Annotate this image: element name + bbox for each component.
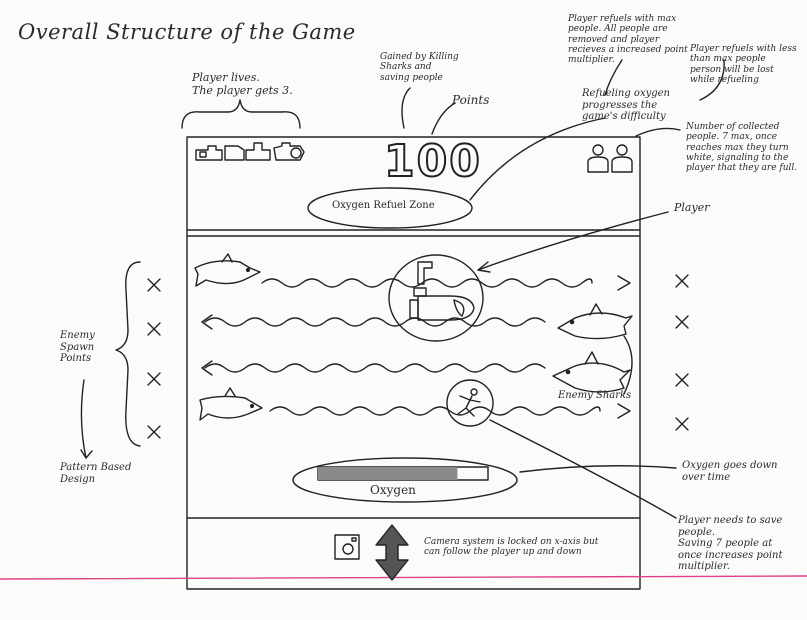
gained-note: Gained by Killing Sharks and saving peop… <box>380 52 459 83</box>
refuel-zone-ellipse <box>307 187 473 229</box>
refuel-difficulty-note: Refueling oxygen progresses the game's d… <box>582 88 670 122</box>
person-icon <box>446 379 494 427</box>
people-arrow <box>635 127 681 137</box>
spawn-brace <box>115 261 141 447</box>
game-screen-frame <box>186 136 641 590</box>
save-people-note: Player needs to save people. Saving 7 pe… <box>678 515 783 572</box>
refuel-less-note: Player refuels with less than max people… <box>690 44 797 86</box>
oxygen-arrow <box>519 465 677 473</box>
player-arrow <box>477 211 669 271</box>
shark-icon <box>552 351 631 393</box>
shark-icon <box>194 253 261 287</box>
camera-note: Camera system is locked on x-axis but ca… <box>424 537 599 558</box>
sharks-bracket <box>623 335 633 395</box>
oxygen-label: Oxygen <box>370 483 416 497</box>
pattern-note: Pattern Based Design <box>60 462 132 485</box>
enemy-sharks-label: Enemy Sharks <box>558 390 632 401</box>
spawn-marks <box>147 274 689 439</box>
gained-arrow <box>401 87 411 129</box>
save-arrow <box>489 419 677 519</box>
shark-icon <box>199 387 263 421</box>
spawn-note: Enemy Spawn Points <box>60 330 95 364</box>
lives-submarine-icon <box>195 142 305 161</box>
shark-icon <box>557 303 633 340</box>
player-submarine-icon <box>388 254 484 342</box>
lives-brace <box>181 99 301 129</box>
refuel-zone-label: Oxygen Refuel Zone <box>332 200 435 211</box>
collected-people-note: Number of collected people. 7 max, once … <box>686 122 798 174</box>
points-label: Points <box>452 93 490 107</box>
refuel-less-arrow <box>699 59 725 101</box>
enemy-lanes <box>201 275 631 419</box>
guide-line <box>0 575 807 580</box>
refuel-arrow <box>469 117 606 201</box>
up-down-arrow-icon <box>375 524 409 581</box>
collected-people-icon <box>587 144 633 173</box>
pattern-arrow <box>80 379 87 459</box>
diagram-title: Overall Structure of the Game <box>18 20 356 44</box>
refuel-max-note: Player refuels with max people. All peop… <box>568 14 688 66</box>
oxygen-ellipse <box>292 457 518 503</box>
player-note: Player <box>674 201 710 214</box>
oxygen-bar-fill <box>318 467 458 480</box>
oxygen-note: Oxygen goes down over time <box>682 460 778 483</box>
lives-note: Player lives. The player gets 3. <box>192 71 293 97</box>
refuel-max-arrow <box>604 59 623 96</box>
score-display: 100 <box>383 135 482 188</box>
points-arrow <box>431 102 456 135</box>
camera-icon <box>334 534 360 560</box>
